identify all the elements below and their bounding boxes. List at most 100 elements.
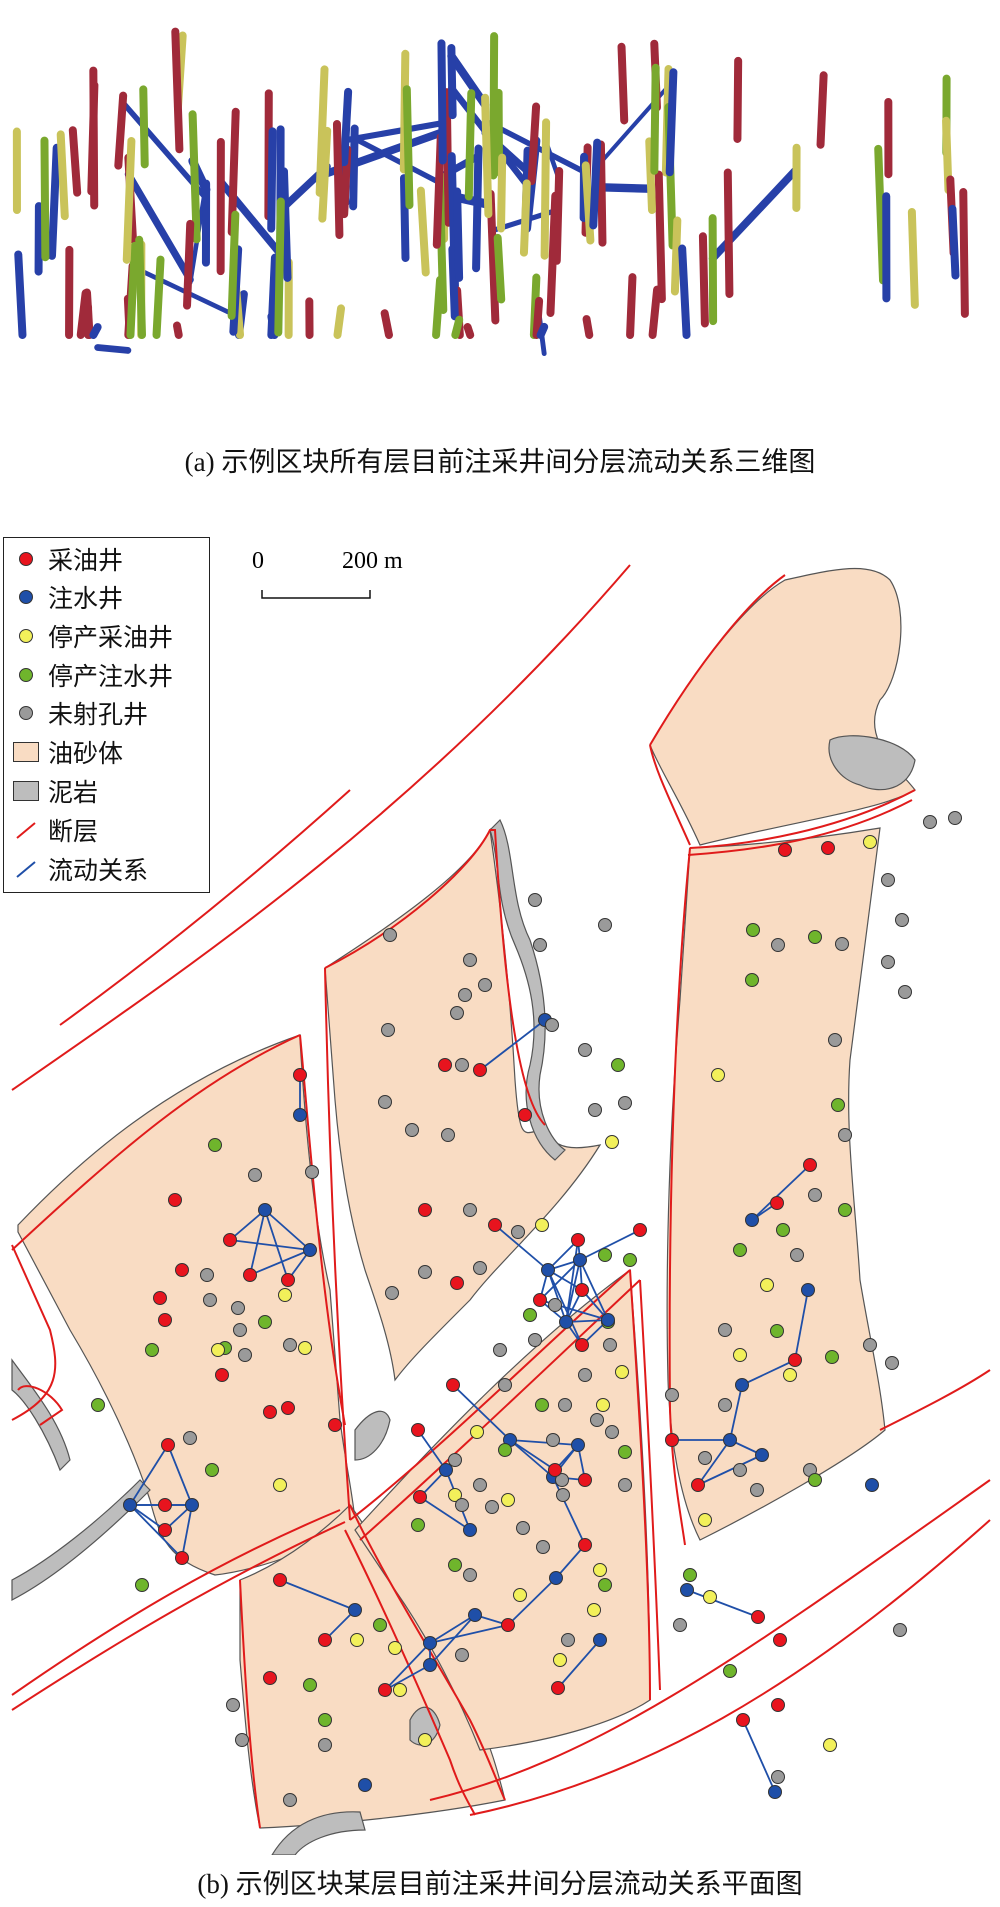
producer-well (665, 1433, 679, 1447)
unperforated-well (590, 1413, 604, 1427)
well-3d-column (536, 322, 549, 339)
well-3d-column (68, 126, 82, 197)
unperforated-well (555, 1473, 569, 1487)
well-3d-column (447, 43, 457, 120)
producer-well (803, 1158, 817, 1172)
shut-producer-well (298, 1341, 312, 1355)
unperforated-well (533, 938, 547, 952)
shut-producer-well (553, 1653, 567, 1667)
fault-16 (668, 847, 691, 1546)
shut-producer-well (501, 1493, 515, 1507)
legend: 采油井 注水井 停产采油井 停产注水井 未射孔井 油砂体 泥岩 断层 流动关系 (3, 537, 210, 893)
fault-6 (324, 967, 351, 1521)
flow-3d-view (12, 27, 969, 357)
producer-well (158, 1498, 172, 1512)
producer-well (175, 1551, 189, 1565)
shut-producer-well (605, 1135, 619, 1149)
unperforated-well (528, 893, 542, 907)
unperforated-well (473, 1478, 487, 1492)
well-3d-column (582, 315, 594, 339)
unperforated-well (233, 1323, 247, 1337)
producer-well (158, 1313, 172, 1327)
shut-injector-well (145, 1343, 159, 1357)
shut-producer-well (703, 1590, 717, 1604)
shut-producer-well (470, 1425, 484, 1439)
producer-well (168, 1193, 182, 1207)
sand-swatch-icon (13, 742, 39, 762)
shut-injector-well (618, 1445, 632, 1459)
fault-line-icon (16, 822, 36, 839)
well-3d-column (472, 144, 483, 273)
shut-producer-well (513, 1588, 527, 1602)
unperforated-well (948, 811, 962, 825)
well-3d-column (489, 32, 499, 180)
flow-3d-connection (94, 344, 132, 354)
shut-producer-well (863, 835, 877, 849)
unperforated-well (881, 955, 895, 969)
fault-21 (879, 1369, 991, 1431)
unperforated-well (455, 1058, 469, 1072)
mudstone-patch-6 (271, 1811, 366, 1855)
unperforated-well (516, 1521, 530, 1535)
producer-well (446, 1378, 460, 1392)
unperforated-well (790, 1248, 804, 1262)
unperforated-well (835, 937, 849, 951)
legend-item-sand: 油砂体 (12, 733, 123, 771)
producer-well (736, 1713, 750, 1727)
unperforated-well (588, 1103, 602, 1117)
producer-well (273, 1573, 287, 1587)
unperforated-well (665, 1388, 679, 1402)
flow-link (742, 1719, 776, 1793)
shut-injector-well (208, 1138, 222, 1152)
well-3d-column (481, 93, 493, 219)
legend-label: 注水井 (48, 586, 124, 613)
injector-well (123, 1498, 137, 1512)
well-3d-column (349, 124, 359, 211)
flow-plan-map (11, 564, 991, 1855)
unperforated-well (226, 1698, 240, 1712)
flow-link (324, 1609, 356, 1641)
well-3d-column (519, 179, 531, 257)
well-3d-column (14, 250, 27, 339)
unperforated-well (673, 1618, 687, 1632)
flow-link (552, 1476, 586, 1546)
flow-link (419, 1496, 471, 1531)
unperforated-well (441, 1128, 455, 1142)
shut-injector-well (598, 1578, 612, 1592)
producer-well (438, 1058, 452, 1072)
unperforated-well (455, 1648, 469, 1662)
producer-well (411, 1423, 425, 1437)
well-3d-column (279, 167, 292, 282)
unperforated-well (885, 1356, 899, 1370)
flow-link (452, 1384, 511, 1441)
injector-well (423, 1658, 437, 1672)
injector-well (541, 1263, 555, 1277)
unperforated-well (183, 1431, 197, 1445)
shut-producer-well (698, 1513, 712, 1527)
flow-link (129, 1504, 166, 1531)
shut-injector-well (611, 1058, 625, 1072)
unperforated-well (898, 985, 912, 999)
shut-producer-well (273, 1478, 287, 1492)
producer-well (578, 1473, 592, 1487)
flow-link (167, 1444, 193, 1506)
shut-injector-well (91, 1398, 105, 1412)
injector-well (571, 1438, 585, 1452)
well-3d-column (670, 216, 682, 296)
well-3d-column (532, 296, 544, 339)
fault-18 (689, 789, 916, 849)
well-3d-column (451, 315, 464, 339)
fault-14 (629, 1269, 651, 1701)
shut-injector-well (745, 973, 759, 987)
well-3d-column (948, 204, 960, 280)
flow-link (229, 1209, 266, 1241)
flow-link (741, 1359, 796, 1386)
shut-injector-well (808, 1473, 822, 1487)
unperforated-well (381, 1023, 395, 1037)
well-3d-column (432, 275, 445, 339)
shut-injector-well (723, 1664, 737, 1678)
flow-link (557, 1639, 601, 1689)
producer-well (473, 1063, 487, 1077)
unperforated-well (200, 1268, 214, 1282)
flow-link (429, 1614, 476, 1644)
